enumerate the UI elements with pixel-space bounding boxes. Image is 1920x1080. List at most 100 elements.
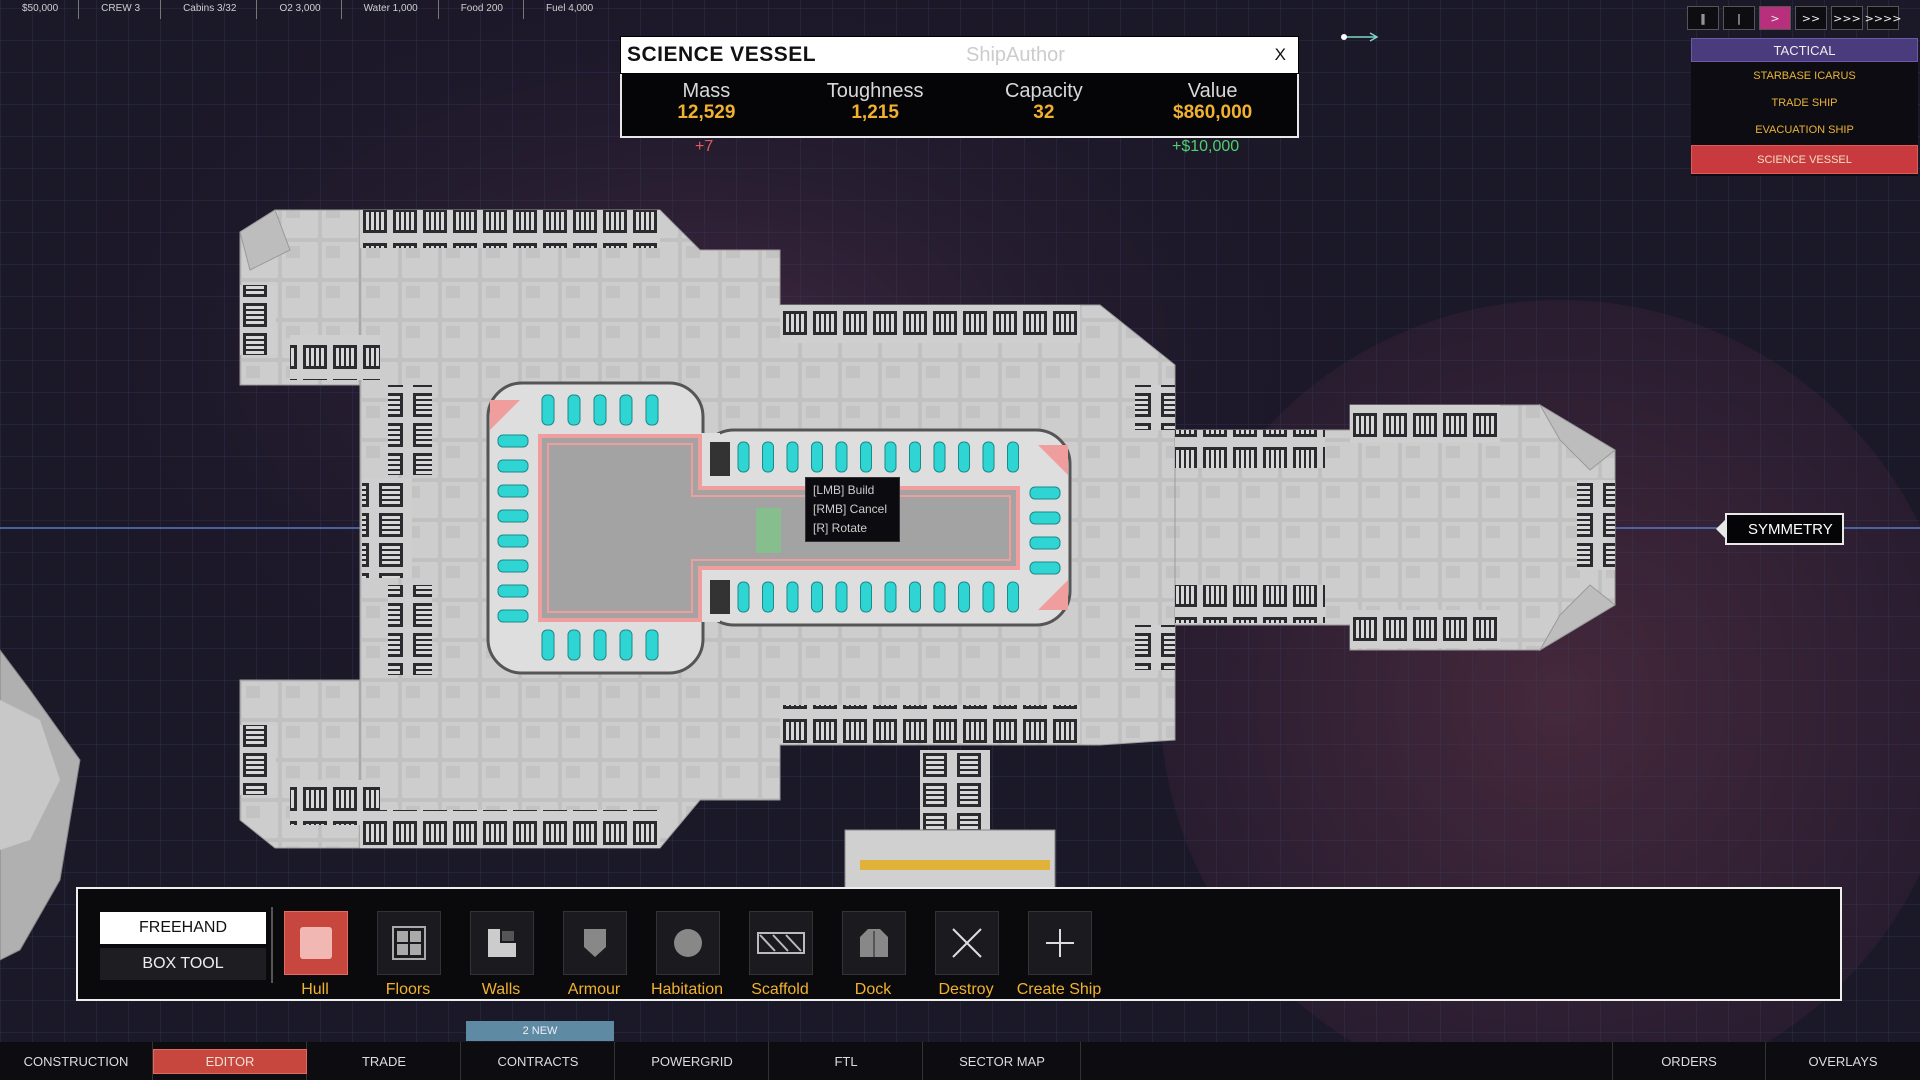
floors-tool-button[interactable]: Floors [371,911,443,1003]
hull-icon [284,911,348,975]
stat-value: 1,215 [851,102,899,123]
ship-list-item[interactable]: EVACUATION SHIP [1755,123,1854,136]
floors-icon [377,911,441,975]
step-button[interactable]: | [1723,6,1755,30]
tool-label: Dock [854,981,892,998]
nav-trade[interactable]: TRADE [308,1042,461,1080]
destroy-tool-button[interactable]: Destroy [929,911,1001,1003]
nav-label: EDITOR [152,1048,308,1074]
new-contracts-badge: 2 NEW [466,1021,614,1041]
ship-hull [239,209,1616,889]
nav-contracts[interactable]: CONTRACTS [462,1042,615,1080]
tool-label: Armour [567,981,621,998]
ship-info-titlebar: SCIENCE VESSEL ShipAuthor X [620,36,1299,74]
pause-button[interactable]: ‖ [1687,6,1719,30]
tool-label: Floors [385,981,431,998]
build-tooltip: [LMB] Build [RMB] Cancel [R] Rotate [805,477,900,542]
create-ship-icon [1028,911,1092,975]
ship-list-item-selected[interactable]: SCIENCE VESSEL [1691,145,1918,174]
neighbor-ship [0,649,81,961]
fuel-value: Fuel 4,000 [545,3,594,14]
speed-1-button[interactable]: > [1759,6,1791,30]
hull-tool-button[interactable]: Hull [278,911,350,1003]
speed-2-button[interactable]: >> [1795,6,1827,30]
nav-construction[interactable]: CONSTRUCTION [0,1042,153,1080]
resource-bar: $50,000 CREW 3 Cabins 3/32 O2 3,000 Wate… [0,0,613,22]
tooltip-line: [LMB] Build [813,483,875,497]
walls-icon [470,911,534,975]
symmetry-label: SYMMETRY [1748,520,1833,538]
freehand-mode-button[interactable]: FREEHAND [100,912,266,944]
nav-label: CONSTRUCTION [23,1053,129,1069]
toolbar-divider [271,907,273,983]
money-value: $50,000 [0,0,80,19]
ship-author[interactable]: ShipAuthor [966,43,1065,66]
stat-mass: Mass 12,529 [622,74,791,136]
habitation-tool-button[interactable]: Habitation [650,911,723,1003]
nav-label: SECTOR MAP [959,1053,1045,1069]
stat-label: Value [1187,80,1238,102]
nav-ftl[interactable]: FTL [770,1042,923,1080]
ship-stats: Mass 12,529 Toughness 1,215 Capacity 32 … [620,74,1299,138]
nav-sector-map[interactable]: SECTOR MAP [924,1042,1081,1080]
symmetry-arrow-icon [1716,518,1727,540]
tool-label: Walls [481,981,521,998]
speed-4-button[interactable]: >>>> [1865,6,1901,30]
mass-delta: +7 [695,138,714,155]
create-ship-tool-button[interactable]: Create Ship [1017,911,1101,1003]
scaffold-tool-button[interactable]: Scaffold [743,911,815,1003]
o2-value: O2 3,000 [257,0,342,19]
tool-label: Destroy [938,981,994,998]
ship-list-item[interactable]: STARBASE ICARUS [1753,69,1856,82]
tool-label: Scaffold [751,981,809,998]
nav-label: POWERGRID [651,1053,733,1069]
symmetry-button[interactable]: SYMMETRY [1716,513,1844,545]
tool-label: Hull [301,981,329,998]
value-delta: +$10,000 [1172,138,1240,155]
armour-icon [563,911,627,975]
speed-controls: ‖ | > >> >>> >>>> [1687,6,1901,30]
stat-value: 12,529 [677,102,736,123]
ship-list-item[interactable]: TRADE SHIP [1771,96,1838,109]
destroy-icon [935,911,999,975]
crew-count: CREW 3 [79,0,162,19]
speed-3-button[interactable]: >>> [1831,6,1863,30]
ship-name[interactable]: SCIENCE VESSEL [627,43,817,66]
nav-overlays[interactable]: OVERLAYS [1766,1042,1920,1080]
stat-value: 32 [1033,102,1055,123]
nav-orders[interactable]: ORDERS [1612,1042,1766,1080]
dock-tool-button[interactable]: Dock [836,911,908,1003]
stat-label: Capacity [1004,80,1083,102]
walls-tool-button[interactable]: Walls [464,911,536,1003]
nav-powergrid[interactable]: POWERGRID [616,1042,769,1080]
stat-capacity: Capacity 32 [960,74,1129,136]
box-tool-mode-button[interactable]: BOX TOOL [100,948,266,980]
nav-label: TRADE [361,1053,407,1069]
habitation-icon [656,911,720,975]
stat-value: $860,000 [1173,102,1253,123]
tool-label: Habitation [650,981,724,998]
stat-label: Toughness [826,80,924,102]
ship-list: TACTICAL STARBASE ICARUS TRADE SHIP EVAC… [1691,38,1918,176]
close-button[interactable]: X [1274,45,1286,64]
water-value: Water 1,000 [342,0,439,19]
stat-value-money: Value $860,000 [1128,74,1297,136]
armour-tool-button[interactable]: Armour [557,911,629,1003]
nav-label: ORDERS [1661,1053,1717,1069]
ship-info-panel: SCIENCE VESSEL ShipAuthor X Mass 12,529 … [620,36,1299,138]
scaffold-icon [749,911,813,975]
nav-label: FTL [834,1053,858,1069]
cabins-count: Cabins 3/32 [161,0,258,19]
tooltip-line: [RMB] Cancel [813,502,888,516]
nav-editor[interactable]: EDITOR [152,1042,308,1080]
stat-label: Mass [682,80,731,102]
tool-label: Create Ship [1016,981,1102,998]
editor-toolbar: FREEHAND BOX TOOL Hull Floors Walls Armo… [76,887,1842,1001]
stat-toughness: Toughness 1,215 [791,74,960,136]
nav-label: OVERLAYS [1808,1053,1878,1069]
bottom-nav: CONSTRUCTION EDITOR TRADE CONTRACTS POWE… [0,1042,1920,1080]
food-value: Food 200 [439,0,524,19]
dock-icon [842,911,906,975]
tactical-header[interactable]: TACTICAL [1691,38,1918,62]
